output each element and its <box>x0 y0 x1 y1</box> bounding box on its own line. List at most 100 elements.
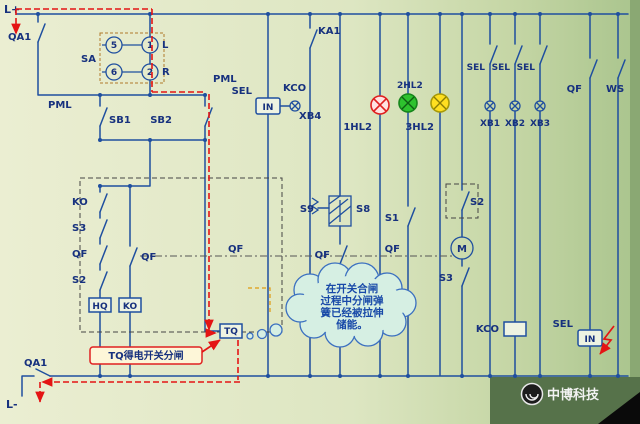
left-dashed-enclosure <box>79 177 283 333</box>
watermark: 中博科技 <box>520 382 600 406</box>
wire-network <box>15 12 629 397</box>
flash-arrow-icon <box>599 325 615 355</box>
qf-mid1-label: QF <box>228 244 243 255</box>
thought-cloud: 在开关合闸 过程中分闸弹 簧已经被拉伸 储能。 <box>246 262 417 348</box>
sa-right-label: R <box>162 67 170 78</box>
sb1-label: SB1 <box>109 115 131 126</box>
sa-pos-1: 1 <box>147 41 153 51</box>
sa-pos-6: 6 <box>111 68 117 78</box>
corner-triangle <box>598 392 640 424</box>
watermark-text: 中博科技 <box>547 387 600 403</box>
tq-coil-label: TQ <box>224 327 238 337</box>
qf-mid3-label: QF <box>385 244 400 255</box>
lamp-1hl2-label: 1HL2 <box>343 122 372 133</box>
qa1-upper-disconnect: QA1 <box>8 23 46 43</box>
s2-dashed-enclosure <box>445 183 479 219</box>
sa-pos-2: 2 <box>147 68 153 78</box>
sa-selector-switch: SA 5 1 6 2 L R <box>81 32 170 84</box>
qa1-lower-disconnect: QA1 <box>24 358 51 377</box>
s2-contact-right: S2 <box>461 191 484 211</box>
sa-pos-5: 5 <box>111 41 117 51</box>
qa1-lower-label: QA1 <box>24 358 47 369</box>
s8-spring-mechanism: S9 S8 <box>300 195 370 227</box>
s3-contact-left: S3 <box>72 219 108 239</box>
s3-left-label: S3 <box>72 223 86 234</box>
sel-2-label: SEL <box>492 63 511 73</box>
pml-label-mid: PML <box>213 74 237 85</box>
xb3-label: XB3 <box>530 119 550 129</box>
hq-coil-label: HQ <box>92 302 108 312</box>
xb2-indicator: XB2 <box>505 100 525 129</box>
qa1-upper-label: QA1 <box>8 32 31 43</box>
orange-dashed-hint <box>248 287 271 314</box>
kco-top-label: KCO <box>283 83 306 94</box>
xb4-label: XB4 <box>299 111 321 122</box>
cloud-text-line3: 簧已经被拉伸 <box>320 306 384 319</box>
ka1-label: KA1 <box>318 26 340 37</box>
lamp-1hl2: 1HL2 <box>343 95 390 133</box>
cloud-text-line2: 过程中分闸弹 <box>321 294 384 307</box>
kco-coil-bottom: KCO <box>476 321 527 337</box>
lamp-2hl2-label: 2HL2 <box>397 81 423 91</box>
s8-label: S8 <box>356 204 370 215</box>
sel-1-label: SEL <box>467 63 486 73</box>
sel-bottom-label: SEL <box>553 319 574 330</box>
s3-right-label: S3 <box>439 273 453 284</box>
ws-contact: WS <box>606 59 626 95</box>
cloud-text-line4: 储能。 <box>336 318 368 331</box>
sel-in-device-bottom: IN SEL <box>553 319 615 355</box>
cloud-text-line1: 在开关合闸 <box>326 282 379 295</box>
watermark-logo <box>520 382 544 406</box>
qf-contact-left: QF <box>72 245 108 265</box>
xb3-indicator: XB3 <box>530 100 550 129</box>
qf-left-label: QF <box>72 249 87 260</box>
xb2-label: XB2 <box>505 119 525 129</box>
ko-coil-label: KO <box>123 302 138 312</box>
watermark-logo-glyph <box>525 393 539 401</box>
terminal-l-minus-label: L- <box>6 398 18 411</box>
s1-contact: S1 <box>385 207 416 227</box>
tq-callout-text: TQ得电开关分闸 <box>108 349 183 362</box>
lamp-3hl2-label: 3HL2 <box>405 122 434 133</box>
qf-contact-box2: QF <box>129 247 156 267</box>
ws-label: WS <box>606 84 624 95</box>
ka1-contact: KA1 <box>309 26 340 49</box>
lamp-3hl2: 3HL2 <box>405 93 450 133</box>
xb1-indicator: XB1 <box>480 100 500 129</box>
motor-label: M <box>457 244 467 255</box>
junction-dots <box>36 12 620 378</box>
ko-contact: KO <box>72 193 108 213</box>
lamp-2hl2: 2HL2 <box>397 81 423 113</box>
s1-label: S1 <box>385 213 399 224</box>
sel-in-device-top: IN SEL KCO <box>232 83 306 115</box>
sa-label: SA <box>81 54 96 65</box>
current-flow-path <box>11 8 240 403</box>
s3-contact-right: S3 <box>439 267 470 287</box>
sel-contact-3: SEL <box>517 45 548 73</box>
sa-left-label: L <box>162 40 169 51</box>
ko-contact-label: KO <box>72 197 88 208</box>
s2-right-label: S2 <box>470 197 484 208</box>
qf-top-label: QF <box>567 84 582 95</box>
tq-coil: TQ <box>219 323 243 339</box>
qf-contact-mid: QF <box>315 245 348 265</box>
pml-label-left: PML <box>48 100 72 111</box>
sel-3-label: SEL <box>517 63 536 73</box>
sel-contact-1: SEL <box>467 45 498 73</box>
sel-contact-2: SEL <box>492 45 523 73</box>
sb1-pushbutton: SB1 <box>99 107 131 127</box>
kco-bottom-label: KCO <box>476 324 499 335</box>
in-top-label: IN <box>263 103 274 113</box>
s2-contact-left: S2 <box>72 271 108 291</box>
in-bottom-label: IN <box>585 335 596 345</box>
sel-top-label: SEL <box>232 86 253 97</box>
ko-coil: KO <box>118 297 142 313</box>
sb2-label: SB2 <box>150 115 172 126</box>
s9-label: S9 <box>300 204 314 215</box>
xb1-label: XB1 <box>480 119 500 129</box>
qf-box2-label: QF <box>141 252 156 263</box>
motor: M <box>450 236 474 260</box>
qf-mid2-label: QF <box>315 250 330 261</box>
s2-left-label: S2 <box>72 275 86 286</box>
